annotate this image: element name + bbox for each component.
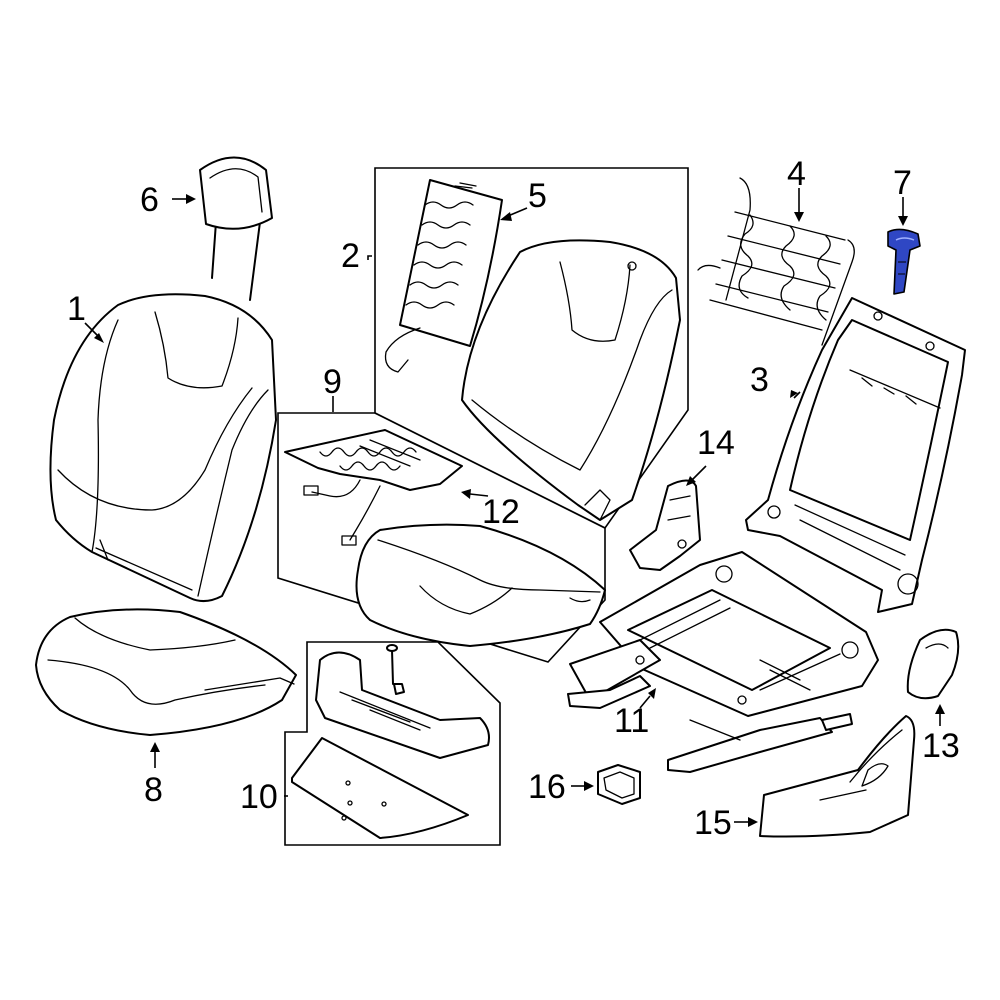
headrest[interactable] [199, 156, 273, 301]
headrest-guide[interactable] [887, 228, 921, 295]
callout-14[interactable]: 14 [697, 424, 735, 462]
cushion-pad[interactable] [355, 523, 606, 647]
group-frame-2 [374, 167, 689, 530]
cushion-support[interactable] [291, 644, 490, 839]
callout-9[interactable]: 9 [323, 363, 342, 401]
seat-back-pad[interactable] [461, 239, 681, 521]
clip[interactable] [597, 764, 641, 805]
cushion-heater[interactable] [284, 429, 463, 546]
recliner-cover[interactable] [906, 628, 960, 700]
side-shield[interactable] [759, 715, 916, 838]
seat-back-cover[interactable] [49, 293, 277, 602]
callout-16[interactable]: 16 [528, 768, 566, 806]
leader-lines [84, 188, 945, 827]
callout-10[interactable]: 10 [240, 778, 278, 816]
callout-7[interactable]: 7 [893, 164, 912, 202]
callout-15[interactable]: 15 [694, 804, 732, 842]
callout-11[interactable]: 11 [614, 702, 649, 740]
callout-8[interactable]: 8 [144, 771, 163, 809]
callout-3[interactable]: 3 [750, 361, 769, 399]
cushion-cover[interactable] [35, 608, 297, 736]
seat-track-frame[interactable] [567, 551, 879, 773]
callout-6[interactable]: 6 [140, 181, 159, 219]
lumbar-support-grid[interactable] [697, 177, 855, 353]
callout-labels: 1 2 3 4 5 6 7 8 9 10 11 12 13 14 15 16 [67, 155, 960, 842]
side-bracket[interactable] [629, 479, 701, 571]
callout-1[interactable]: 1 [67, 290, 86, 328]
callout-4[interactable]: 4 [787, 155, 806, 193]
callout-2[interactable]: 2 [341, 237, 360, 275]
callout-5[interactable]: 5 [528, 177, 547, 215]
group-frame-9 [277, 412, 606, 663]
group-frame-10 [284, 641, 501, 846]
callout-13[interactable]: 13 [922, 727, 960, 765]
seat-back-frame[interactable] [745, 297, 966, 613]
heater-element[interactable] [384, 179, 503, 373]
callout-12[interactable]: 12 [482, 493, 520, 531]
